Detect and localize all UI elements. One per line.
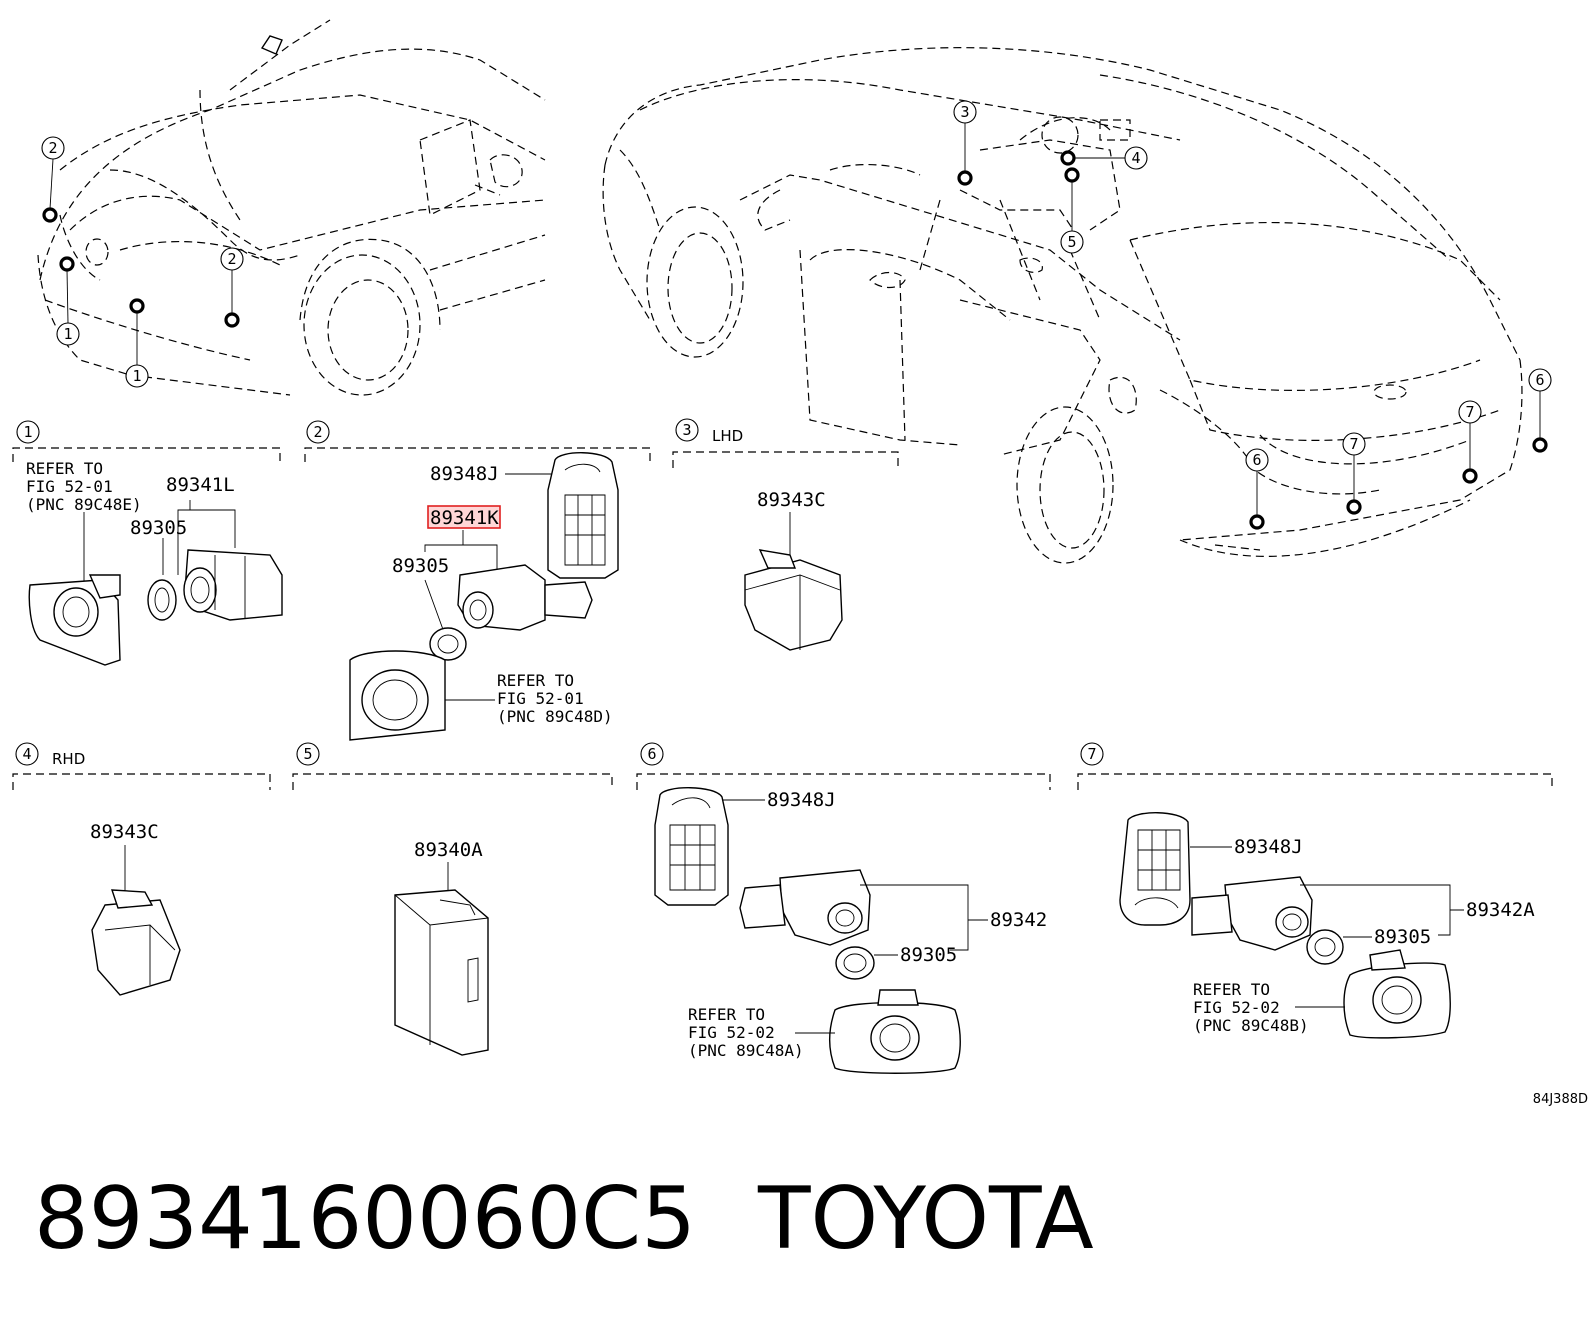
- section-number: 5: [303, 745, 312, 763]
- refer-line-2: FIG 52-02: [1193, 998, 1280, 1017]
- part-label-89343C: 89343C: [757, 489, 826, 511]
- ring-illustration: [835, 946, 875, 980]
- refer-line-1: REFER TO: [688, 1005, 765, 1024]
- rear-callouts: 3 4 5 6 7 7 6: [953, 100, 1552, 472]
- part-label-89305: 89305: [392, 555, 449, 577]
- sensor-location-markers: [42, 150, 1548, 530]
- bracket-illustration: [547, 452, 619, 579]
- part-label-89342A: 89342A: [1466, 899, 1535, 921]
- section-4: 4 RHD 89343C: [12, 742, 271, 996]
- section-3: 3 LHD 89343C: [672, 418, 899, 651]
- callout-number: 3: [960, 103, 969, 121]
- callout-number: 2: [48, 139, 57, 157]
- bezel-illustration: [829, 989, 961, 1074]
- refer-line-3: (PNC 89C48E): [26, 495, 142, 514]
- part-label-89348J: 89348J: [767, 789, 836, 811]
- refer-line-3: (PNC 89C48D): [497, 707, 613, 726]
- part-label-89305: 89305: [130, 517, 187, 539]
- section-number: 3: [682, 421, 691, 439]
- callout-circle: 6: [1528, 368, 1552, 392]
- section-1: 1 REFER TO FIG 52-01 (PNC 89C48E) 89341L…: [12, 420, 283, 666]
- bezel-illustration: [1343, 949, 1451, 1039]
- ring-illustration: [429, 627, 467, 661]
- section-6: 6 89348J 89342 89305 REFER TO FIG 52-0: [636, 742, 1051, 1074]
- bezel-illustration: [28, 574, 121, 666]
- diagram-code: 84J388D: [1533, 1092, 1588, 1107]
- sensor-illustration: [1191, 876, 1313, 951]
- front-car-illustration: [37, 19, 546, 396]
- brand-name: TOYOTA: [757, 1169, 1094, 1269]
- callout-leaders: [49, 123, 1541, 516]
- module-illustration: [91, 889, 181, 996]
- highlight-box: [427, 505, 501, 529]
- part-number: 8934160060C5: [34, 1169, 696, 1269]
- part-label-89305: 89305: [1374, 926, 1431, 948]
- callout-number: 7: [1349, 435, 1358, 453]
- callout-number: 4: [1131, 149, 1140, 167]
- refer-line-1: REFER TO: [497, 671, 574, 690]
- module-illustration: [744, 549, 843, 651]
- part-label-89340A: 89340A: [414, 839, 483, 861]
- part-label-89343C: 89343C: [90, 821, 159, 843]
- ecu-illustration: [394, 889, 489, 1056]
- rear-car-illustration: [602, 47, 1523, 564]
- callout-circle: 2: [220, 247, 244, 271]
- callout-circle: 5: [1060, 230, 1084, 254]
- callout-number: 1: [63, 325, 72, 343]
- sensor-illustration: [457, 564, 593, 631]
- callout-number: 7: [1465, 403, 1474, 421]
- part-label-89341L: 89341L: [166, 474, 235, 496]
- callout-circle: 4: [1124, 146, 1148, 170]
- refer-line-1: REFER TO: [26, 459, 103, 478]
- section-7: 7 89348J 89342A 89305 REFER TO FIG 52-: [1077, 742, 1553, 1039]
- refer-line-3: (PNC 89C48B): [1193, 1016, 1309, 1035]
- bracket-illustration: [1119, 812, 1191, 926]
- callout-circle: 3: [953, 100, 977, 124]
- section-number: 6: [647, 745, 656, 763]
- section-tag-lhd: LHD: [712, 427, 743, 445]
- callout-circle: 6: [1245, 448, 1269, 472]
- refer-line-2: FIG 52-01: [26, 477, 113, 496]
- section-5: 5 89340A: [292, 742, 613, 1056]
- callout-number: 1: [132, 367, 141, 385]
- part-label-89348J: 89348J: [430, 463, 499, 485]
- part-label-89305: 89305: [900, 944, 957, 966]
- section-number: 7: [1087, 745, 1096, 763]
- part-label-89342: 89342: [990, 909, 1047, 931]
- refer-line-2: FIG 52-02: [688, 1023, 775, 1042]
- refer-line-2: FIG 52-01: [497, 689, 584, 708]
- part-label-89348J: 89348J: [1234, 836, 1303, 858]
- ring-illustration: [147, 579, 177, 621]
- callout-circle: 1: [125, 364, 149, 388]
- section-number: 1: [23, 423, 32, 441]
- section-tag-rhd: RHD: [52, 750, 85, 768]
- callout-circle: 2: [41, 136, 65, 160]
- callout-number: 2: [227, 250, 236, 268]
- callout-number: 6: [1252, 451, 1261, 469]
- bezel-illustration: [349, 650, 446, 741]
- sensor-illustration: [183, 549, 283, 621]
- part-label-89341K: 89341K: [430, 507, 499, 529]
- ring-illustration: [1306, 929, 1344, 965]
- sensor-illustration: [739, 869, 871, 946]
- callout-number: 5: [1067, 233, 1076, 251]
- callout-circle: 1: [56, 322, 80, 346]
- section-2: 2 89348J 89341K 89305 REFER TO: [304, 420, 651, 741]
- front-callouts: 2 2 1 1: [41, 136, 244, 388]
- section-number: 4: [22, 745, 31, 763]
- refer-line-1: REFER TO: [1193, 980, 1270, 999]
- refer-line-3: (PNC 89C48A): [688, 1041, 804, 1060]
- callout-circle: 7: [1458, 400, 1482, 424]
- callout-circle: 7: [1342, 432, 1366, 456]
- bracket-illustration: [654, 787, 729, 906]
- section-number: 2: [313, 423, 322, 441]
- callout-number: 6: [1535, 371, 1544, 389]
